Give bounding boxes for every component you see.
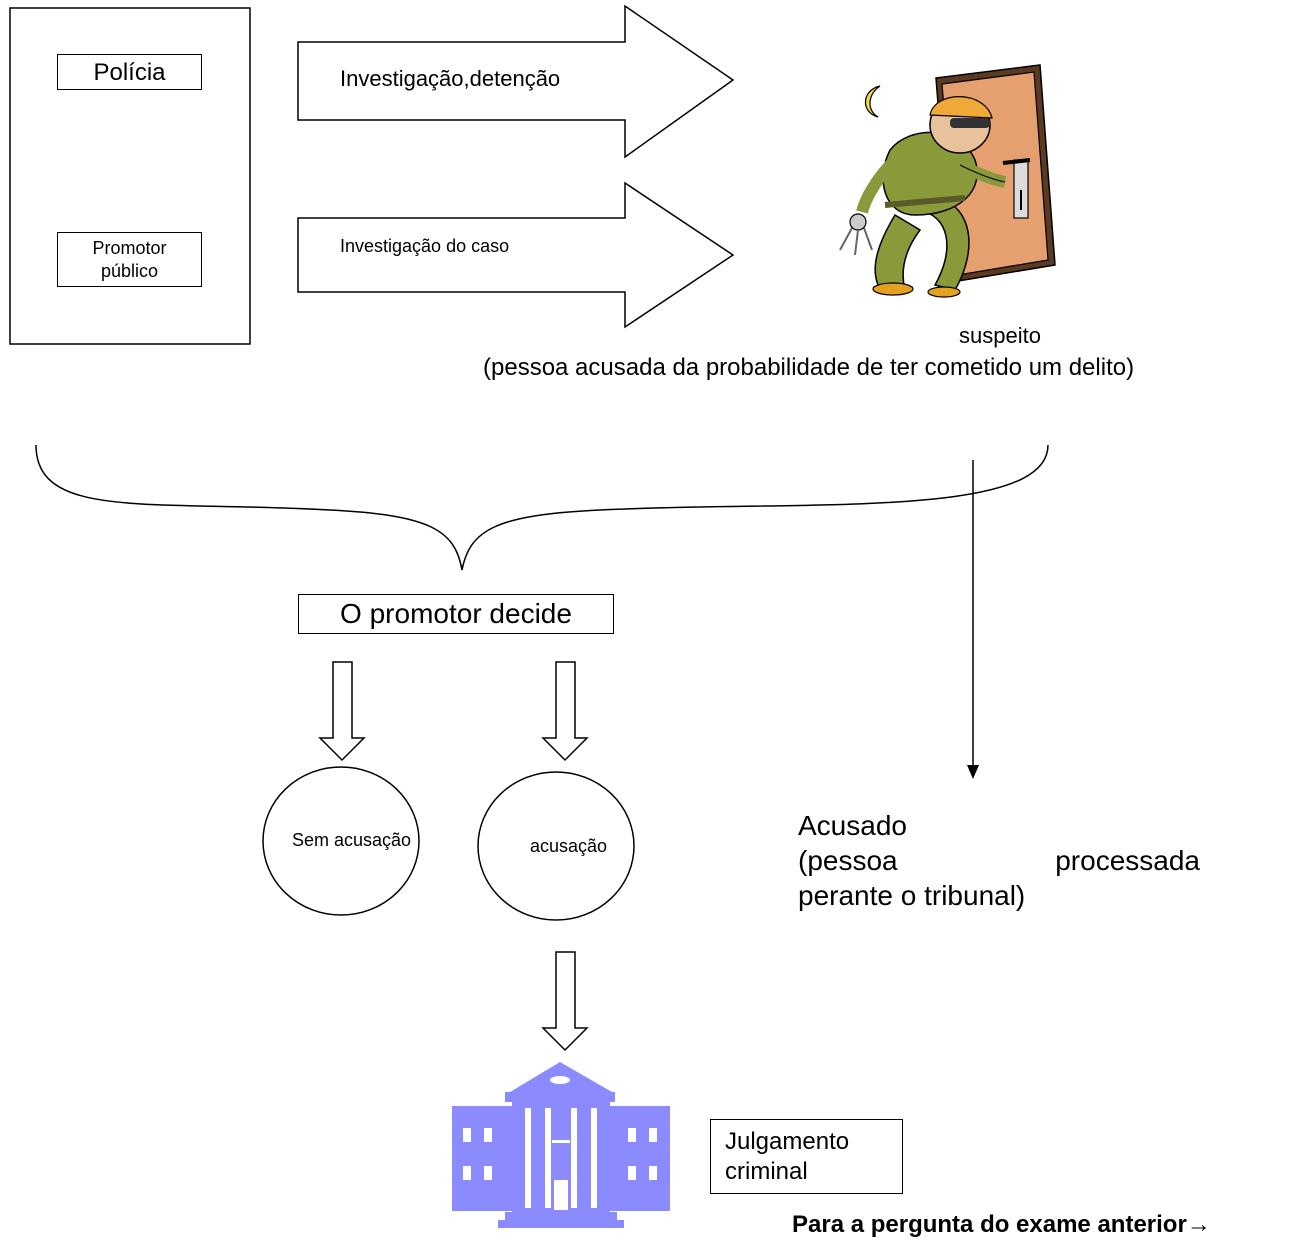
option-charge-label: acusação <box>530 836 608 856</box>
arrow-bottom-label: Investigação do caso <box>340 236 510 256</box>
moon-icon <box>864 85 881 118</box>
trial-label-line1: Julgamento <box>725 1128 850 1155</box>
courthouse-icon <box>452 1062 670 1228</box>
thief-illustration <box>839 64 1056 298</box>
keys-icon <box>849 213 867 231</box>
arrow-top-label: Investigação,detenção <box>340 66 561 91</box>
prosecutor-box: Promotor público <box>57 232 202 287</box>
accused-title: Acusado <box>798 810 907 841</box>
police-box: Polícia <box>57 54 202 90</box>
investigation-arrow-top <box>297 4 735 159</box>
down-arrow-trial <box>541 951 589 1052</box>
accused-line1: (pessoa processada <box>798 845 1200 877</box>
decision-label: O promotor decide <box>340 598 572 629</box>
trial-box: Julgamento criminal <box>710 1119 903 1194</box>
down-arrow-charge <box>541 661 589 762</box>
accused-arrow-head <box>967 765 979 779</box>
accused-line1-left: (pessoa <box>798 845 898 876</box>
decision-box: O promotor decide <box>298 594 614 634</box>
suspect-description: (pessoa acusada da probabilidade de ter … <box>483 354 1135 381</box>
no-charge-ellipse <box>262 766 420 916</box>
suspect-label: suspeito <box>959 323 1041 348</box>
prosecutor-label-line1: Promotor <box>92 238 167 258</box>
trial-label-line2: criminal <box>725 1158 808 1185</box>
police-label: Polícia <box>93 59 166 86</box>
charge-ellipse <box>477 771 635 921</box>
investigation-arrow-bottom <box>297 181 735 329</box>
down-arrow-no-charge <box>318 661 366 762</box>
footer-note: Para a pergunta do exame anterior→ <box>792 1211 1211 1238</box>
curly-brace <box>35 444 1049 571</box>
prosecutor-label-line2: público <box>100 261 159 281</box>
accused-line1-right: processada <box>1055 845 1200 876</box>
accused-line2: perante o tribunal) <box>798 880 1026 911</box>
option-no-charge-label: Sem acusação <box>292 830 412 850</box>
